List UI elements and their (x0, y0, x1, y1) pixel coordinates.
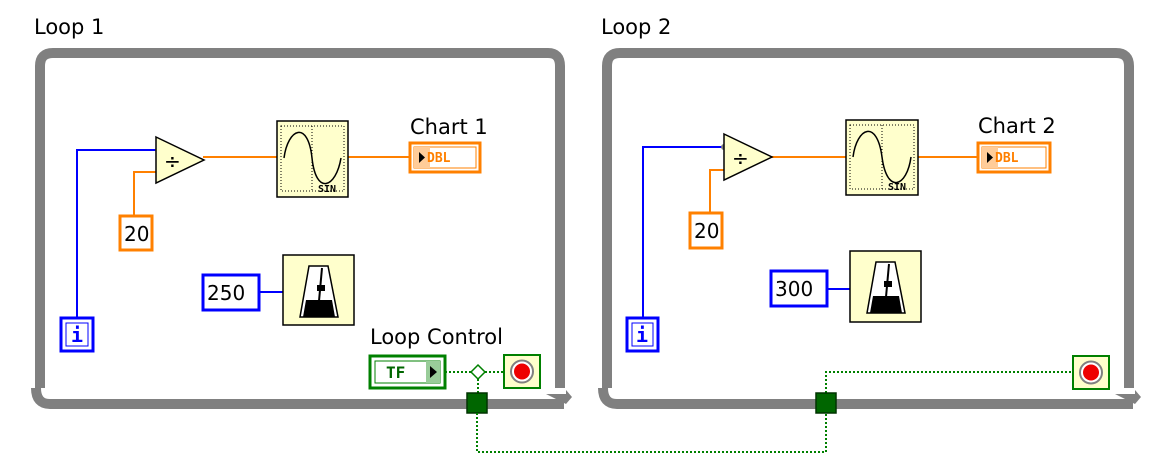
chart-2-indicator[interactable]: DBL (976, 141, 1052, 174)
control-value: TF (386, 363, 405, 382)
wire-junction (469, 363, 487, 381)
sine-label: SIN (888, 182, 906, 193)
divide-node[interactable]: ÷ (723, 132, 774, 182)
loop-1: Loop 1 ÷ SIN Chart 1 (31, 15, 572, 414)
while-loop-frame[interactable] (602, 48, 1134, 388)
divisor-value: 20 (694, 219, 719, 243)
iteration-label: i (636, 323, 648, 347)
constant-frame (769, 269, 829, 308)
indicator-type: DBL (995, 151, 1019, 166)
stop-icon (1083, 364, 1099, 381)
iteration-inner (631, 322, 654, 347)
chart-1-indicator[interactable]: DBL (408, 141, 482, 174)
constant-frame (201, 273, 261, 312)
sine-node[interactable]: SIN (276, 120, 349, 198)
divide-icon (155, 135, 206, 185)
divisor-constant[interactable]: 20 (118, 214, 154, 252)
metronome-weight (317, 285, 325, 291)
chart-2-label: Chart 2 (978, 114, 1056, 138)
indicator-arrow-icon (987, 152, 993, 163)
divisor-wire[interactable] (133, 171, 158, 216)
iteration-inner (65, 322, 89, 347)
sine-node[interactable]: SIN (845, 119, 919, 196)
divisor-constant[interactable]: 20 (688, 211, 724, 250)
loop-1-tunnel[interactable] (466, 392, 488, 414)
while-loop-frame-bottom (31, 387, 564, 409)
loop-2: Loop 2 ÷ SIN Chart 2 DBL (598, 15, 1141, 414)
boolean-wire[interactable] (825, 371, 1073, 393)
loop-control-label: Loop Control (370, 325, 503, 349)
iteration-terminal[interactable]: i (59, 316, 95, 353)
loop-1-label: Loop 1 (34, 15, 104, 39)
constant-frame (118, 214, 154, 252)
wait-node[interactable] (282, 254, 355, 326)
loop-2-label: Loop 2 (601, 15, 671, 39)
divide-node[interactable]: ÷ (155, 135, 206, 185)
constant-frame (688, 211, 724, 250)
iteration-label: i (71, 323, 83, 347)
integer-wire[interactable] (76, 149, 158, 318)
loop-frame-arrow (546, 390, 572, 404)
integer-wire[interactable] (642, 146, 724, 318)
sine-label: SIN (318, 184, 336, 195)
loop-control-terminal[interactable]: TF (368, 354, 447, 390)
divisor-value: 20 (124, 222, 149, 246)
inter-loop-wire[interactable] (476, 413, 827, 453)
wait-constant[interactable]: 300 (769, 269, 829, 308)
chart-1-label: Chart 1 (410, 115, 488, 139)
iteration-terminal[interactable]: i (625, 316, 660, 353)
sine-curve (852, 130, 912, 184)
loop-frame-arrow (1115, 390, 1141, 404)
loop-2-tunnel[interactable] (815, 392, 837, 414)
wait-value: 250 (207, 281, 245, 305)
divide-symbol: ÷ (164, 149, 181, 173)
stop-terminal[interactable] (503, 354, 541, 389)
sine-plot-area (280, 125, 345, 192)
sine-curve (283, 131, 342, 185)
divide-symbol: ÷ (732, 146, 749, 170)
indicator-arrow-icon (419, 152, 425, 163)
while-loop-frame-bottom (598, 387, 1133, 409)
while-loop-frame[interactable] (35, 48, 565, 388)
indicator-type: DBL (427, 151, 451, 166)
wait-node[interactable] (849, 250, 922, 323)
metronome-weight (884, 281, 892, 287)
stop-icon (514, 363, 530, 380)
divisor-wire[interactable] (709, 169, 724, 213)
stop-terminal[interactable] (1072, 355, 1110, 390)
wait-constant[interactable]: 250 (201, 273, 261, 312)
divide-icon (723, 132, 774, 182)
wait-value: 300 (775, 277, 813, 301)
control-arrow-icon (430, 366, 437, 378)
